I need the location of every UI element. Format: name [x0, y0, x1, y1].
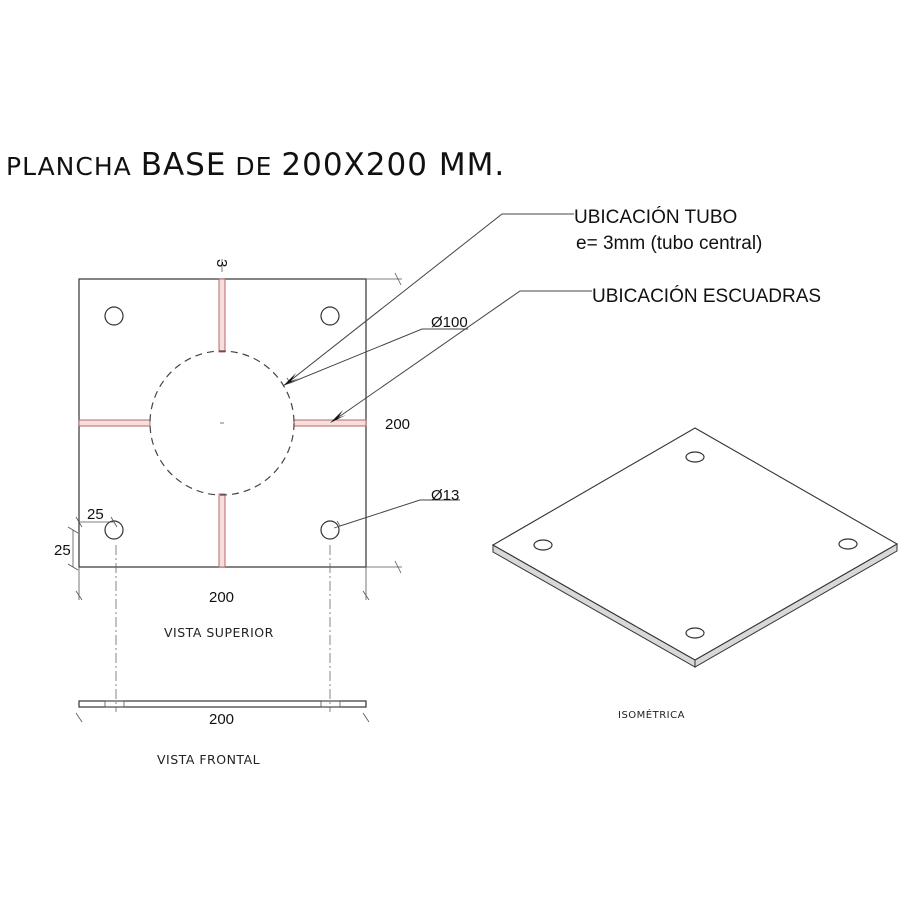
hole-diameter-label: Ø13: [431, 487, 459, 504]
front-view-plate: [78, 700, 367, 708]
plate-width-front-label: 200: [209, 711, 234, 728]
iso-hole-bottom: [685, 627, 705, 639]
offset-x-tick-right: [110, 516, 118, 528]
offset-x-tick-left: [75, 516, 83, 528]
hole-offset-x-label: 25: [87, 506, 104, 523]
front-hole-right: [320, 700, 341, 708]
rib-left: [78, 419, 151, 427]
escuadras-leader-arrow: [330, 410, 346, 423]
title-prefix: PLANCHA: [6, 152, 141, 181]
width-dim-tick-right: [362, 590, 370, 601]
hole-bottom-left: [104, 520, 124, 540]
hole-diameter-leader: [339, 499, 460, 527]
title-mid: DE: [226, 152, 281, 181]
plate-width-top-label: 200: [209, 589, 234, 606]
rib-bottom: [218, 493, 226, 568]
front-view-label: VISTA FRONTAL: [157, 752, 260, 767]
tubo-location-label: UBICACIÓN TUBO: [574, 206, 737, 228]
callouts: UBICACIÓN TUBO e= 3mm (tubo central) UBI…: [283, 206, 821, 423]
title-dims: 200X200 MM.: [281, 147, 505, 183]
tube-diameter-leader: [289, 328, 468, 384]
iso-hole-top: [685, 451, 705, 463]
tubo-leader: [285, 213, 574, 385]
escuadras-location-label: UBICACIÓN ESCUADRAS: [592, 285, 821, 307]
rib-top: [218, 278, 226, 353]
drawing-title: PLANCHA BASE DE 200X200 MM.: [6, 147, 505, 183]
iso-view-label: ISOMÉTRICA: [618, 708, 685, 721]
height-dim-tick-top: [394, 272, 402, 286]
iso-hole-left: [533, 539, 553, 551]
tubo-leader-arrow: [283, 373, 299, 386]
hole-bottom-right: [320, 520, 340, 540]
iso-hole-right: [838, 538, 858, 550]
front-view: 200 VISTA FRONTAL: [75, 700, 370, 767]
front-hole-left: [104, 700, 125, 708]
offset-y-tick-top: [67, 526, 79, 534]
width-dim-tick-left: [75, 590, 83, 601]
hole-top-right: [320, 306, 340, 326]
tube-outline: [149, 350, 295, 496]
top-view-label: VISTA SUPERIOR: [164, 625, 274, 640]
hole-offset-y-label: 25: [54, 542, 71, 559]
tube-diameter-label: Ø100: [431, 314, 468, 331]
tubo-thickness-label: e= 3mm (tubo central): [576, 233, 762, 254]
hole-diameter-arrow: [333, 520, 341, 529]
escuadras-leader: [332, 290, 592, 422]
rib-thickness-label: 3: [213, 259, 230, 267]
isometric-view: ISOMÉTRICA: [491, 427, 899, 721]
top-view: 3 200 200 25 25 Ø100 Ø13 VISTA SUPERIOR: [54, 259, 468, 640]
title-main: BASE: [141, 147, 227, 183]
iso-plate-top: [491, 427, 899, 661]
front-dim-tick-left: [75, 712, 83, 723]
front-dim-tick-right: [362, 712, 370, 723]
hole-top-left: [104, 306, 124, 326]
plate-height-label: 200: [385, 416, 410, 433]
offset-y-tick-bottom: [67, 563, 79, 571]
height-dim-tick-bottom: [394, 560, 402, 574]
